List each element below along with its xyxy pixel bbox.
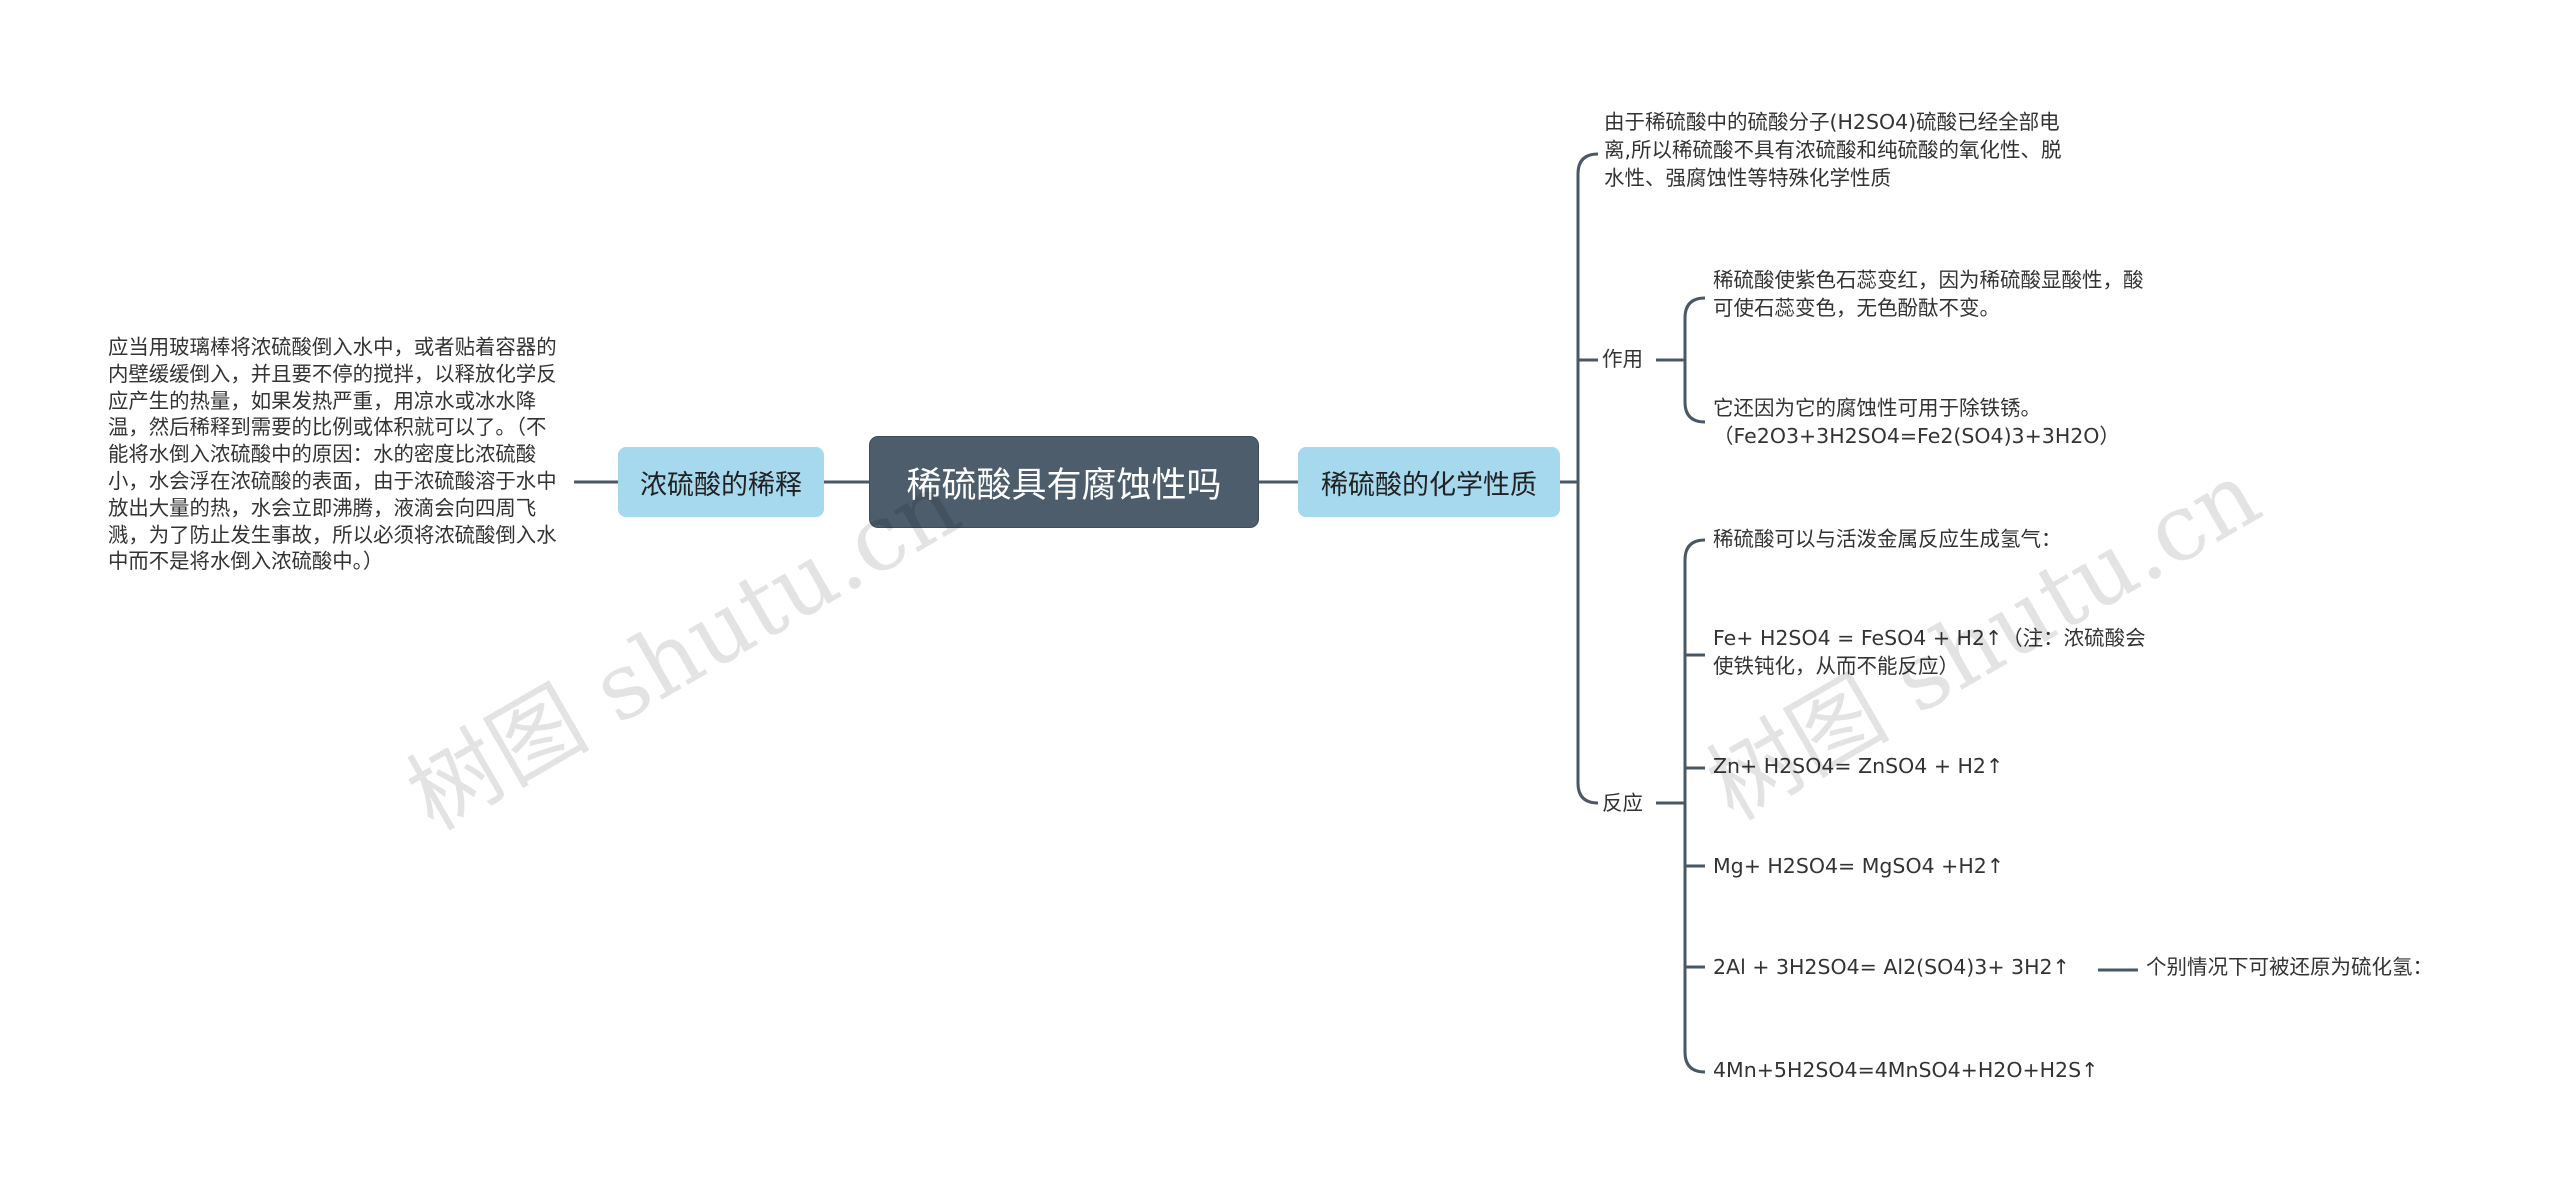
properties-intro: 由于稀硫酸中的硫酸分子(H2SO4)硫酸已经全部电离,所以稀硫酸不具有浓硫酸和纯… — [1604, 110, 2062, 190]
topic-chemical-properties[interactable]: 稀硫酸的化学性质 — [1298, 447, 1560, 517]
usage-item: 稀硫酸使紫色石蕊变红，因为稀硫酸显酸性，酸可使石蕊变色，无色酚酞不变。 — [1713, 268, 2144, 320]
reaction-note: 个别情况下可被还原为硫化氢： — [2146, 955, 2433, 979]
reaction-item: 稀硫酸可以与活泼金属反应生成氢气： — [1713, 527, 2062, 551]
usage-label[interactable]: 作用 — [1602, 347, 1643, 371]
reaction-item: 2Al + 3H2SO4= Al2(SO4)3+ 3H2↑ — [1713, 955, 2070, 979]
usage-item: 它还因为它的腐蚀性可用于除铁锈。（Fe2O3+3H2SO4=Fe2(SO4)3+… — [1713, 396, 2120, 448]
topic-dilution[interactable]: 浓硫酸的稀释 — [618, 447, 824, 517]
reaction-item: Mg+ H2SO4= MgSO4 +H2↑ — [1713, 854, 2004, 878]
reaction-item: Fe+ H2SO4 = FeSO4 + H2↑（注：浓硫酸会使铁钝化，从而不能反… — [1713, 626, 2146, 678]
reaction-item: Zn+ H2SO4= ZnSO4 + H2↑ — [1713, 754, 2004, 778]
connector-right-bracket — [1576, 152, 1599, 805]
dilution-text: 应当用玻璃棒将浓硫酸倒入水中，或者贴着容器的内壁缓缓倒入，并且要不停的搅拌，以释… — [108, 335, 557, 574]
root-topic[interactable]: 稀硫酸具有腐蚀性吗 — [870, 437, 1258, 527]
reaction-item: 4Mn+5H2SO4=4MnSO4+H2O+H2S↑ — [1713, 1058, 2099, 1082]
connector-reaction-bracket — [1683, 538, 1706, 1074]
reaction-label[interactable]: 反应 — [1602, 791, 1643, 815]
connector-usage-bracket — [1683, 296, 1706, 424]
